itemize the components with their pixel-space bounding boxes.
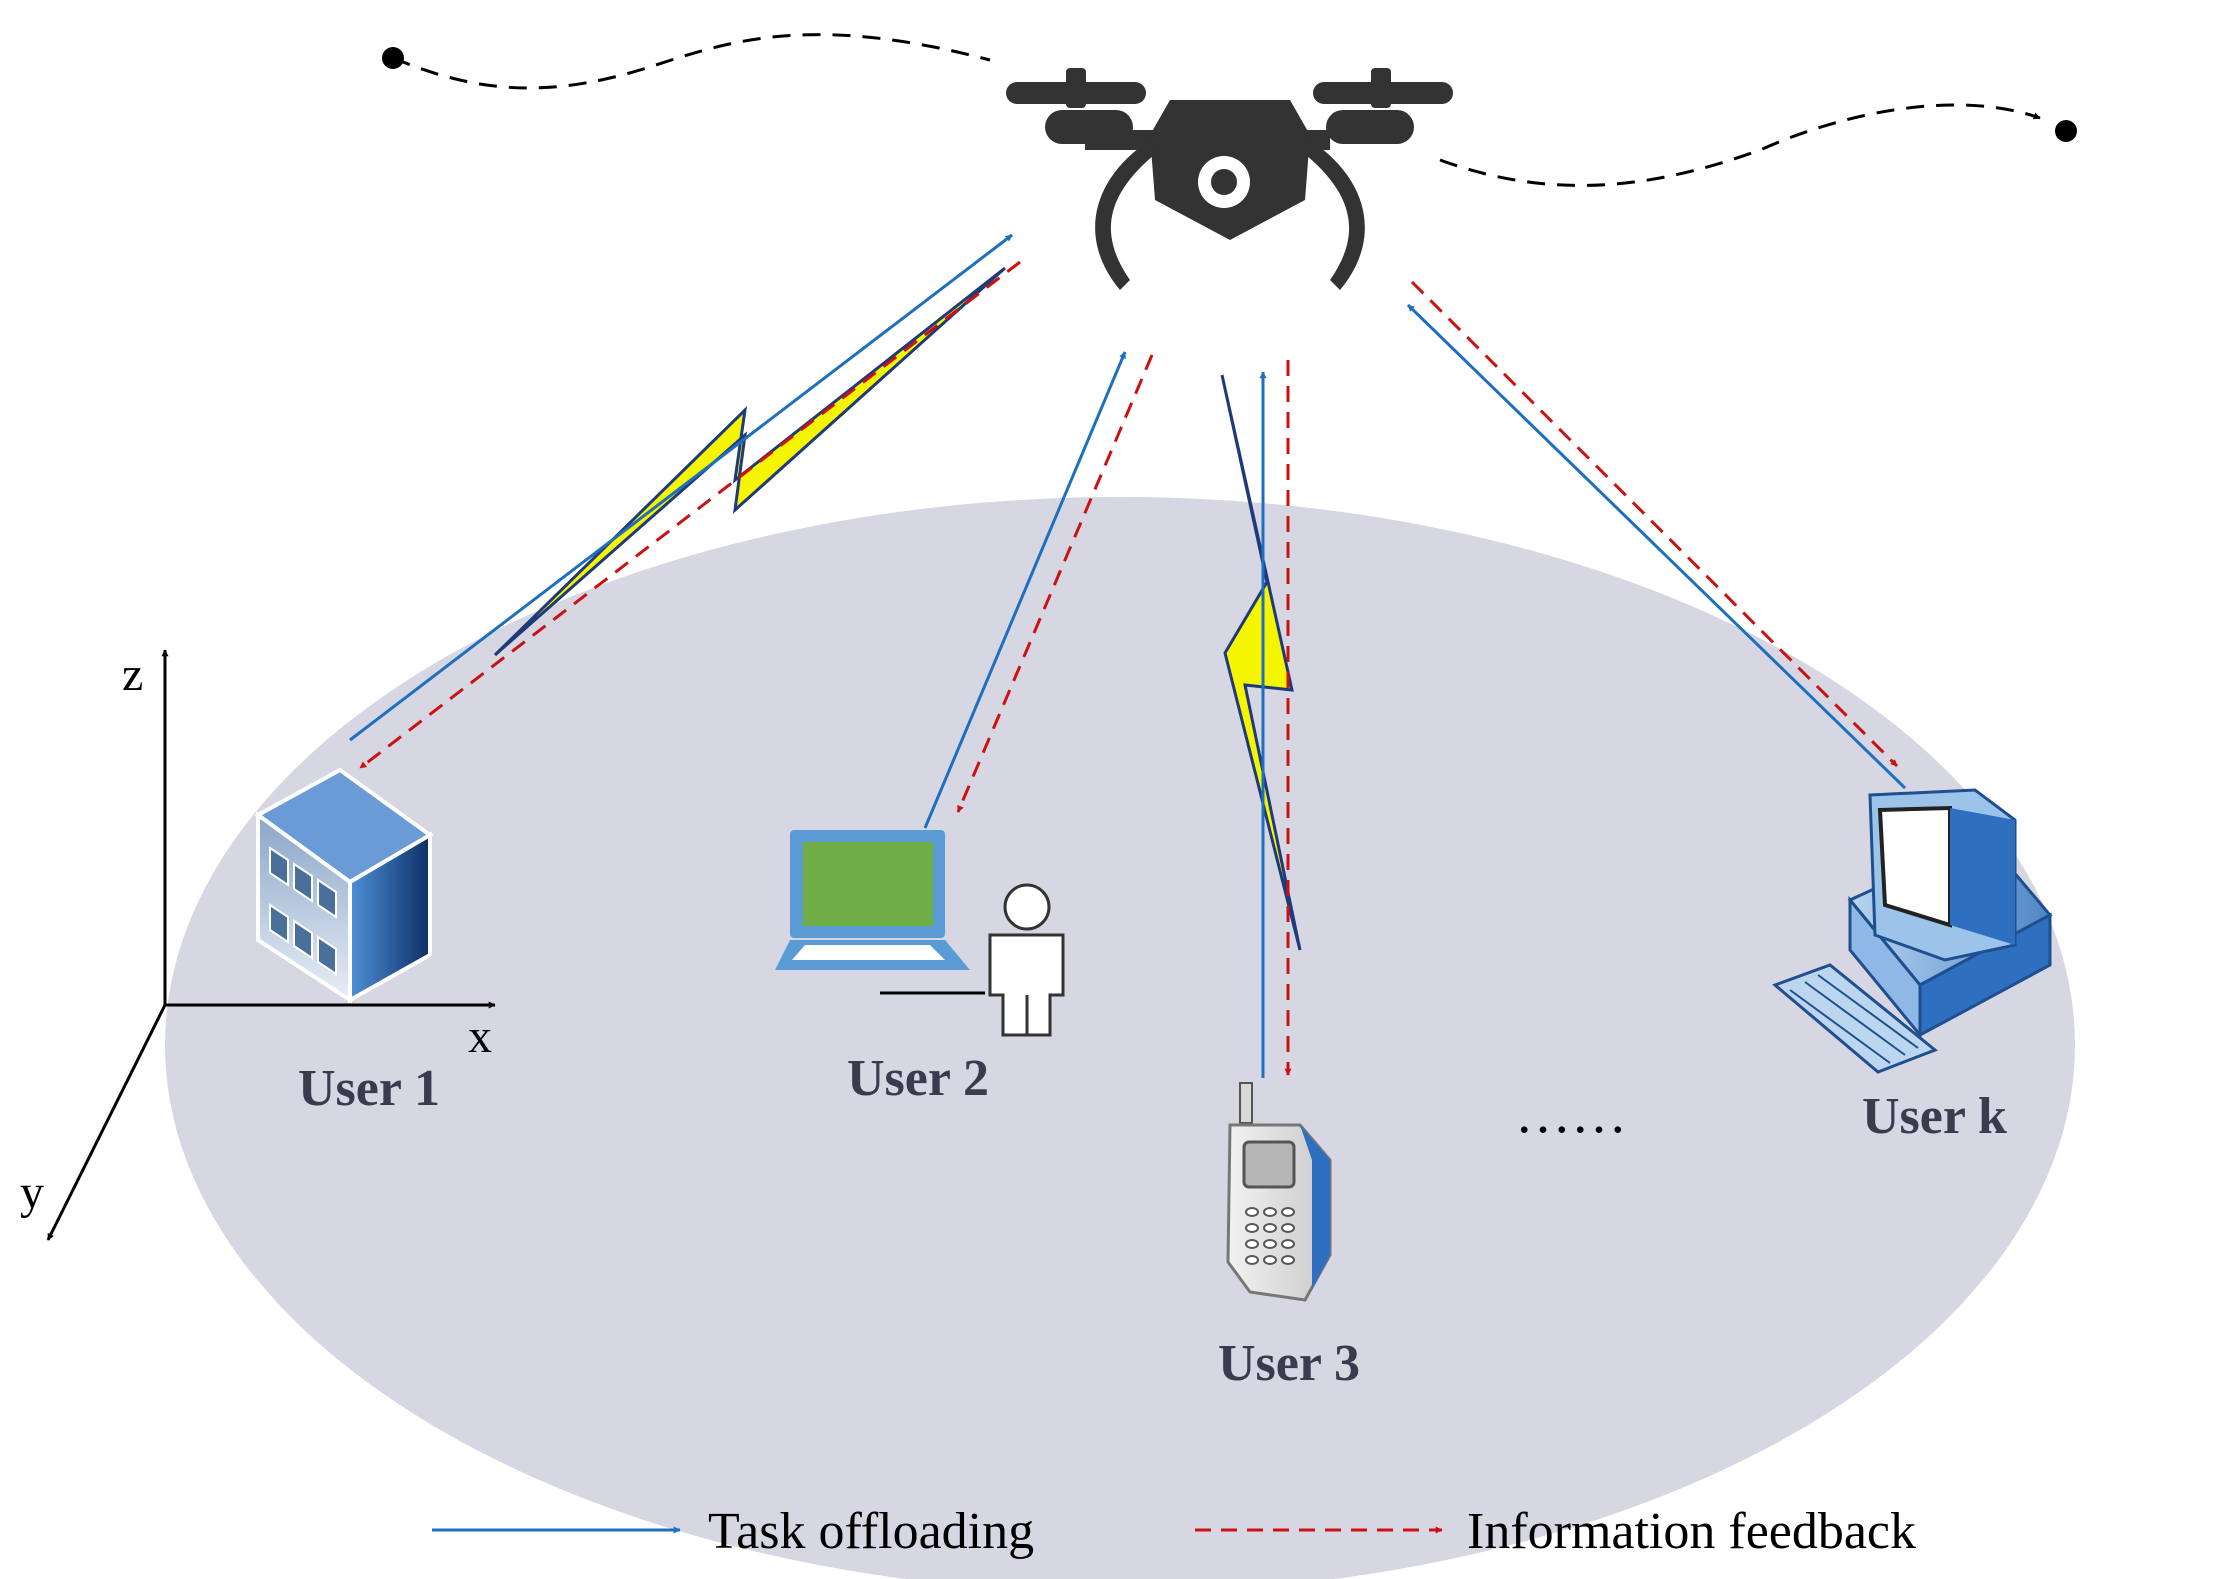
desktop-computer-icon [1772,788,2053,1074]
trajectory-path-right [1439,103,2041,187]
feedback-link-userk [1410,280,1899,768]
user2-label: User 2 [847,1050,989,1107]
coverage-area [165,497,2075,1579]
links [349,233,1907,1078]
user3-label: User 3 [1218,1335,1360,1392]
task-offloading-link-user2 [923,351,1127,829]
trajectory-path-left [392,33,991,90]
mobile-phone-icon [1226,1082,1332,1302]
legend-task-offloading-label: Task offloading [708,1503,1034,1560]
feedback-link-user2 [956,354,1154,813]
user1-label: User 1 [298,1060,440,1117]
userk-label: User k [1862,1088,2007,1145]
y-axis-label: y [20,1166,44,1219]
uav-trajectory [382,33,2077,187]
laptop-with-person-icon [775,830,1065,1037]
lightning-icon [493,266,1007,657]
trajectory-end-point [2055,120,2077,142]
quadcopter-drone-icon [1006,68,1453,290]
more-users-ellipsis: …… [1515,1083,1627,1145]
lightning-icon [1220,374,1302,951]
building-icon [254,767,434,1004]
y-axis [46,1004,167,1241]
task-offloading-link-userk [1406,303,1907,790]
coordinate-axes: z x y [20,648,496,1241]
feedback-link-user1 [359,260,1021,770]
z-axis-label: z [122,648,143,701]
x-axis-label: x [468,1010,492,1063]
task-offloading-link-user1 [349,233,1013,742]
legend-information-feedback-label: Information feedback [1467,1503,1916,1560]
legend: Task offloading Information feedback [432,1503,1916,1560]
